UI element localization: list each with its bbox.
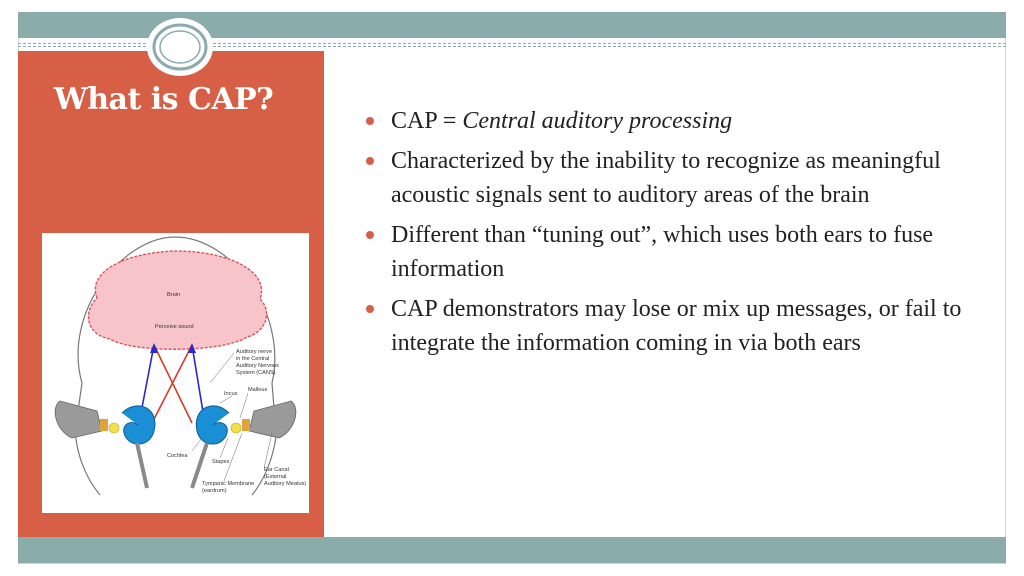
bullet-text: Characterized by the inability to recogn… — [391, 148, 941, 208]
brain-shape — [87, 250, 268, 350]
bullet-dot-icon — [366, 157, 374, 165]
right-blue-pathway — [191, 344, 205, 419]
right-ear-canal — [248, 400, 297, 439]
bullet-list: CAP = Central auditory processing Charac… — [366, 104, 986, 366]
left-red-pathway — [151, 344, 193, 424]
bullet-emphasis: Central auditory processing — [462, 108, 733, 134]
right-cochlea — [195, 405, 230, 445]
brain-label: Brain — [167, 292, 180, 298]
auditory-diagram: Brain Perceive sound — [42, 233, 309, 513]
left-ear-canal — [54, 400, 103, 439]
left-blue-pathway — [139, 344, 155, 419]
bullet-item: CAP demonstrators may lose or mix up mes… — [366, 292, 986, 360]
right-nerve — [190, 442, 209, 489]
slide-title: What is CAP? — [54, 82, 274, 117]
cans-label: Auditory nerve in the Central Auditory N… — [236, 349, 280, 376]
bullet-item: Different than “tuning out”, which uses … — [366, 218, 986, 286]
right-ossicles — [230, 422, 242, 434]
right-eardrum — [242, 419, 250, 431]
bullet-item: Characterized by the inability to recogn… — [366, 144, 986, 212]
divider-dashed — [18, 46, 1006, 47]
arrowhead — [150, 343, 158, 353]
malleus-label: Malleus — [248, 387, 267, 393]
perceive-sound-label: Perceive sound — [155, 324, 194, 330]
bullet-prefix: CAP = — [391, 108, 463, 134]
incus-label: Incus — [224, 391, 238, 397]
right-red-pathway — [153, 344, 193, 424]
bullet-dot-icon — [366, 305, 374, 313]
left-ossicles — [108, 422, 120, 434]
divider-dashed — [18, 43, 1006, 44]
bullet-dot-icon — [366, 117, 374, 125]
tympanic-membrane-label: Tympanic Membrane (eardrum) — [202, 481, 256, 494]
ring-ornament-icon — [147, 18, 213, 76]
cochlea-label: Cochlea — [167, 453, 188, 459]
stapes-label: Stapes — [212, 459, 230, 465]
left-nerve — [135, 442, 149, 489]
bullet-text: Different than “tuning out”, which uses … — [391, 222, 934, 282]
ear-canal-label: Ear Canal (External Auditory Meatus) — [264, 467, 306, 487]
bullet-dot-icon — [366, 231, 374, 239]
arrowhead — [188, 343, 196, 353]
auditory-pathway-illustration: Brain Perceive sound — [54, 236, 306, 496]
bullet-text: CAP demonstrators may lose or mix up mes… — [391, 296, 962, 356]
bottom-band — [18, 537, 1006, 563]
left-cochlea — [121, 405, 156, 445]
left-eardrum — [100, 419, 108, 431]
bullet-item: CAP = Central auditory processing — [366, 104, 986, 138]
